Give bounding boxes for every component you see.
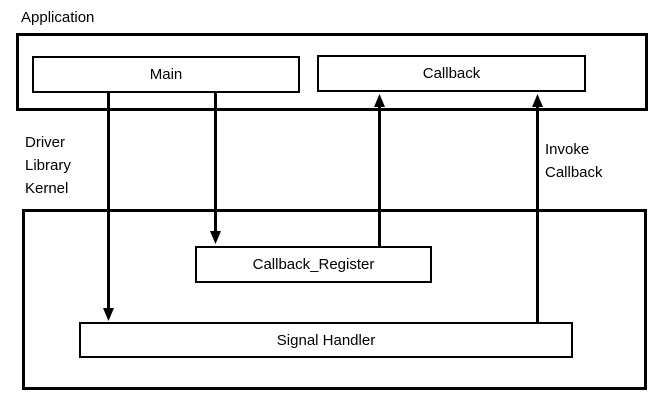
callback-box: Callback [317,55,586,92]
callback-box-label: Callback [422,65,481,82]
kernel-label-line-kernel: Kernel [25,180,69,197]
signal-handler-box-label: Signal Handler [276,331,376,349]
main-box: Main [32,56,300,93]
kernel-label-line-library: Library [25,157,71,174]
kernel-label: Driver Library Kernel [25,131,71,200]
signal-handler-box: Signal Handler [79,322,573,358]
application-box: Main Callback [16,33,648,111]
main-box-label: Main [149,66,183,83]
callback-register-box-label: Callback_Register [252,256,375,273]
kernel-label-line-driver: Driver [25,134,65,151]
invoke-callback-label-line-2: Callback [545,164,603,181]
invoke-callback-label-line-1: Invoke [545,141,590,158]
application-label: Application [21,9,95,26]
callback-register-box: Callback_Register [195,246,432,283]
invoke-callback-label: Invoke Callback [545,138,603,184]
kernel-box: Callback_Register Signal Handler [22,209,647,390]
